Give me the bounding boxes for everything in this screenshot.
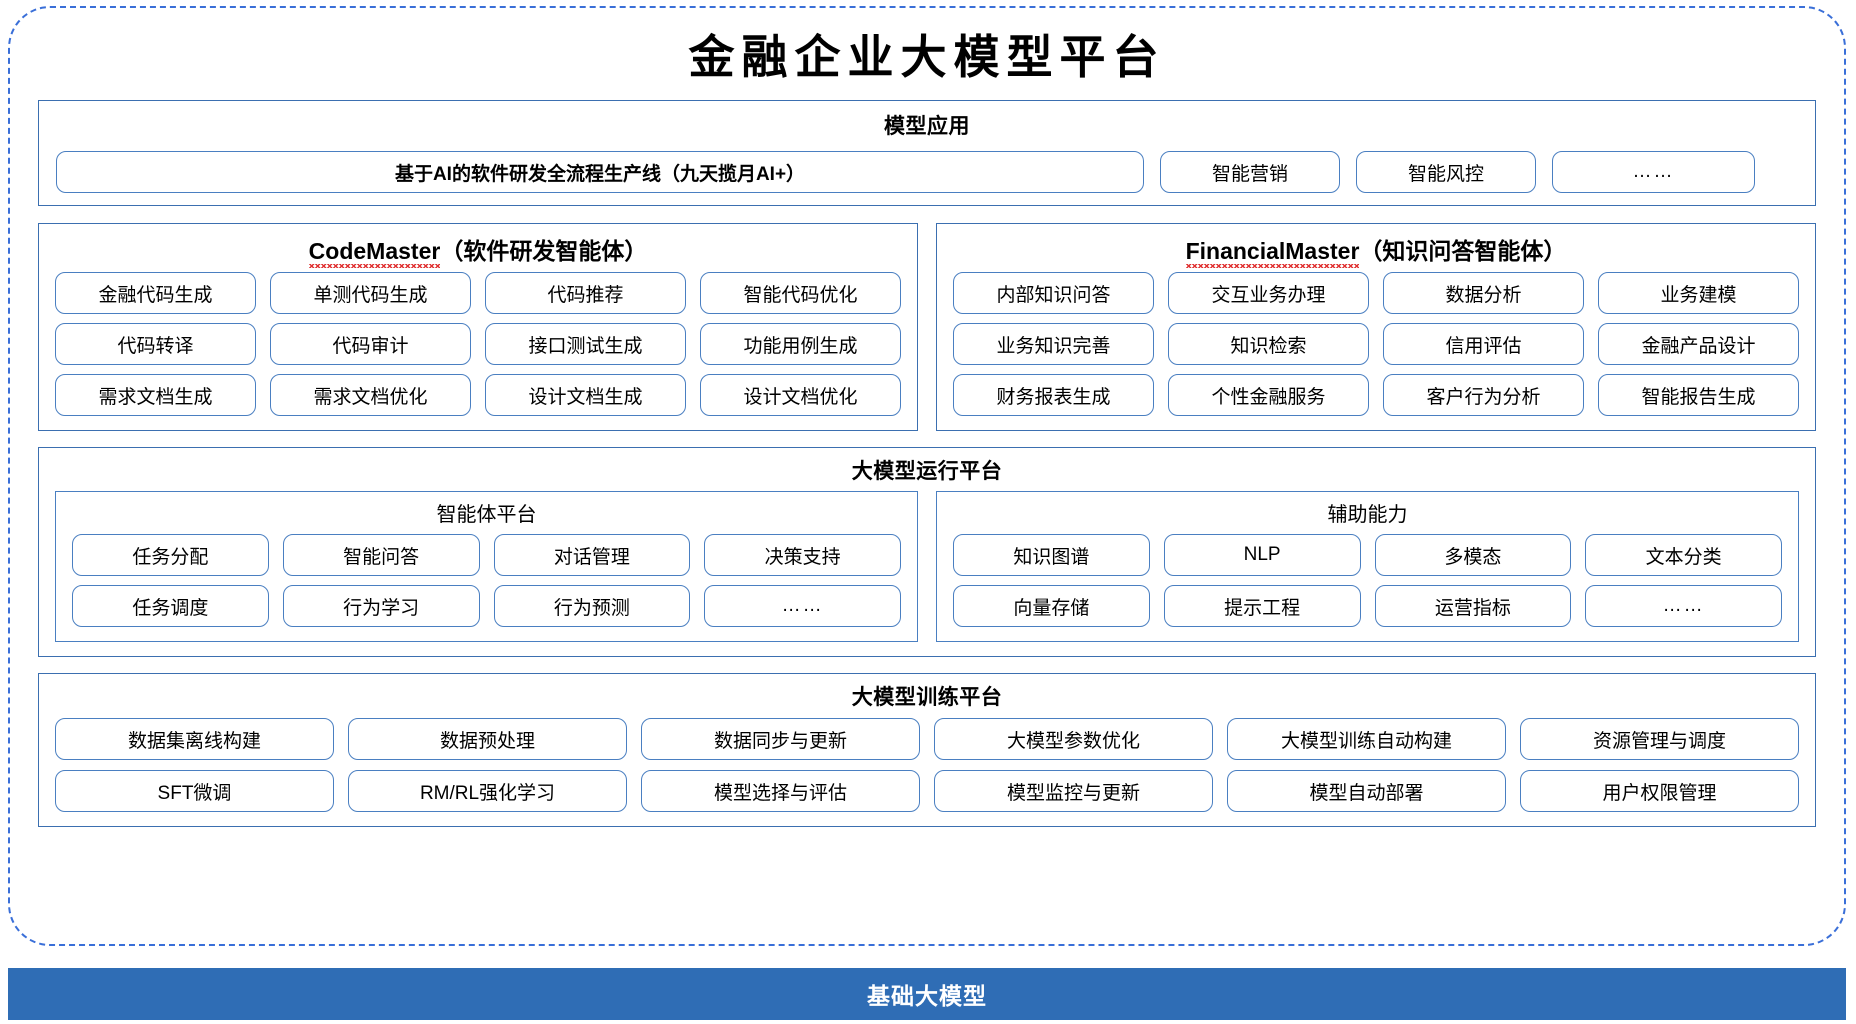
capability-chip[interactable]: 信用评估 <box>1383 323 1584 366</box>
capability-chip[interactable]: 需求文档优化 <box>270 374 471 417</box>
subpanel-auxiliary-capability: 辅助能力 知识图谱 NLP 多模态 文本分类 向量存储 提示工程 运营指标 …… <box>936 491 1799 643</box>
runtime-platform-title: 大模型运行平台 <box>851 460 1003 484</box>
runtime-chip[interactable]: 文本分类 <box>1585 534 1782 577</box>
capability-chip[interactable]: 业务建模 <box>1598 272 1799 315</box>
training-chip[interactable]: 大模型训练自动构建 <box>1227 718 1506 761</box>
capability-chip[interactable]: 业务知识完善 <box>953 323 1154 366</box>
codemaster-title-en: CodeMaster <box>308 238 441 269</box>
foundation-model-banner: 基础大模型 <box>8 968 1846 1020</box>
application-chip-more[interactable]: …… <box>1552 151 1755 194</box>
capability-chip[interactable]: 交互业务办理 <box>1168 272 1369 315</box>
runtime-chip[interactable]: 向量存储 <box>953 585 1150 628</box>
capability-chip[interactable]: 功能用例生成 <box>700 323 901 366</box>
capability-chip[interactable]: 需求文档生成 <box>55 374 256 417</box>
capability-chip[interactable]: 代码审计 <box>270 323 471 366</box>
agent-panel-financialmaster: FinancialMaster（知识问答智能体） 内部知识问答 交互业务办理 数… <box>936 223 1816 432</box>
applications-panel: 模型应用 基于AI的软件研发全流程生产线（九天揽月AI+） 智能营销 智能风控 … <box>38 100 1816 207</box>
capability-chip[interactable]: 设计文档优化 <box>700 374 901 417</box>
capability-chip[interactable]: 金融代码生成 <box>55 272 256 315</box>
application-chip-pipeline[interactable]: 基于AI的软件研发全流程生产线（九天揽月AI+） <box>56 151 1144 194</box>
runtime-platform-panel: 大模型运行平台 智能体平台 任务分配 智能问答 对话管理 决策支持 任务调度 行… <box>38 447 1816 658</box>
runtime-subpanels-row: 智能体平台 任务分配 智能问答 对话管理 决策支持 任务调度 行为学习 行为预测… <box>55 491 1799 643</box>
runtime-chip-more[interactable]: …… <box>1585 585 1782 628</box>
training-chip[interactable]: 模型自动部署 <box>1227 770 1506 813</box>
training-chip[interactable]: 用户权限管理 <box>1520 770 1799 813</box>
training-chip[interactable]: 数据集离线构建 <box>55 718 334 761</box>
page-title: 金融企业大模型平台 <box>688 32 1166 83</box>
runtime-chip[interactable]: 行为预测 <box>493 585 691 628</box>
runtime-chip[interactable]: NLP <box>1163 534 1361 577</box>
runtime-chip[interactable]: 任务调度 <box>72 585 269 628</box>
capability-chip[interactable]: 财务报表生成 <box>953 374 1154 417</box>
runtime-chip[interactable]: 对话管理 <box>493 534 691 577</box>
training-chip[interactable]: 大模型参数优化 <box>934 718 1213 761</box>
runtime-chip[interactable]: 提示工程 <box>1163 585 1361 628</box>
runtime-chip[interactable]: 决策支持 <box>704 534 901 577</box>
financialmaster-title: FinancialMaster（知识问答智能体） <box>953 232 1799 269</box>
training-chip[interactable]: 模型监控与更新 <box>934 770 1213 813</box>
capability-chip[interactable]: 金融产品设计 <box>1598 323 1799 366</box>
agent-platform-title: 智能体平台 <box>436 504 537 527</box>
financialmaster-title-en: FinancialMaster <box>1185 238 1360 269</box>
runtime-chip[interactable]: 多模态 <box>1374 534 1572 577</box>
training-chip[interactable]: 数据同步与更新 <box>641 718 920 761</box>
codemaster-capability-grid: 金融代码生成 单测代码生成 代码推荐 智能代码优化 代码转译 代码审计 接口测试… <box>55 272 901 417</box>
capability-chip[interactable]: 接口测试生成 <box>485 323 686 366</box>
auxiliary-capability-title: 辅助能力 <box>1327 504 1408 527</box>
runtime-chip[interactable]: 知识图谱 <box>953 534 1150 577</box>
architecture-diagram: 金融企业大模型平台 模型应用 基于AI的软件研发全流程生产线（九天揽月AI+） … <box>8 6 1846 946</box>
training-capability-grid: 数据集离线构建 数据预处理 数据同步与更新 大模型参数优化 大模型训练自动构建 … <box>55 718 1799 813</box>
runtime-chip-more[interactable]: …… <box>704 585 901 628</box>
capability-chip[interactable]: 数据分析 <box>1383 272 1584 315</box>
applications-row: 基于AI的软件研发全流程生产线（九天揽月AI+） 智能营销 智能风控 …… <box>39 151 1815 194</box>
application-chip-risk-control[interactable]: 智能风控 <box>1356 151 1536 194</box>
runtime-chip[interactable]: 任务分配 <box>72 534 269 577</box>
training-platform-title: 大模型训练平台 <box>851 686 1003 710</box>
subpanel-agent-platform: 智能体平台 任务分配 智能问答 对话管理 决策支持 任务调度 行为学习 行为预测… <box>55 491 918 643</box>
capability-chip[interactable]: 知识检索 <box>1168 323 1369 366</box>
training-chip[interactable]: 模型选择与评估 <box>641 770 920 813</box>
capability-chip[interactable]: 单测代码生成 <box>270 272 471 315</box>
training-chip[interactable]: 资源管理与调度 <box>1520 718 1799 761</box>
codemaster-title: CodeMaster（软件研发智能体） <box>55 232 901 269</box>
runtime-chip[interactable]: 运营指标 <box>1374 585 1572 628</box>
financialmaster-capability-grid: 内部知识问答 交互业务办理 数据分析 业务建模 业务知识完善 知识检索 信用评估… <box>953 272 1799 417</box>
codemaster-title-cn: （软件研发智能体） <box>440 238 648 265</box>
capability-chip[interactable]: 智能报告生成 <box>1598 374 1799 417</box>
training-platform-panel: 大模型训练平台 数据集离线构建 数据预处理 数据同步与更新 大模型参数优化 大模… <box>38 673 1816 828</box>
auxiliary-capability-grid: 知识图谱 NLP 多模态 文本分类 向量存储 提示工程 运营指标 …… <box>953 534 1782 628</box>
capability-chip[interactable]: 代码推荐 <box>485 272 686 315</box>
training-chip[interactable]: 数据预处理 <box>348 718 627 761</box>
capability-chip[interactable]: 个性金融服务 <box>1168 374 1369 417</box>
application-chip-marketing[interactable]: 智能营销 <box>1160 151 1340 194</box>
capability-chip[interactable]: 客户行为分析 <box>1383 374 1584 417</box>
capability-chip[interactable]: 代码转译 <box>55 323 256 366</box>
runtime-chip[interactable]: 行为学习 <box>282 585 480 628</box>
runtime-chip[interactable]: 智能问答 <box>282 534 480 577</box>
capability-chip[interactable]: 内部知识问答 <box>953 272 1154 315</box>
agent-platform-grid: 任务分配 智能问答 对话管理 决策支持 任务调度 行为学习 行为预测 …… <box>72 534 901 628</box>
training-chip[interactable]: SFT微调 <box>55 770 334 813</box>
agent-panel-codemaster: CodeMaster（软件研发智能体） 金融代码生成 单测代码生成 代码推荐 智… <box>38 223 918 432</box>
applications-title: 模型应用 <box>884 115 970 139</box>
agents-row: CodeMaster（软件研发智能体） 金融代码生成 单测代码生成 代码推荐 智… <box>38 223 1816 432</box>
financialmaster-title-cn: （知识问答智能体） <box>1359 238 1567 265</box>
capability-chip[interactable]: 设计文档生成 <box>485 374 686 417</box>
training-chip[interactable]: RM/RL强化学习 <box>348 770 627 813</box>
capability-chip[interactable]: 智能代码优化 <box>700 272 901 315</box>
